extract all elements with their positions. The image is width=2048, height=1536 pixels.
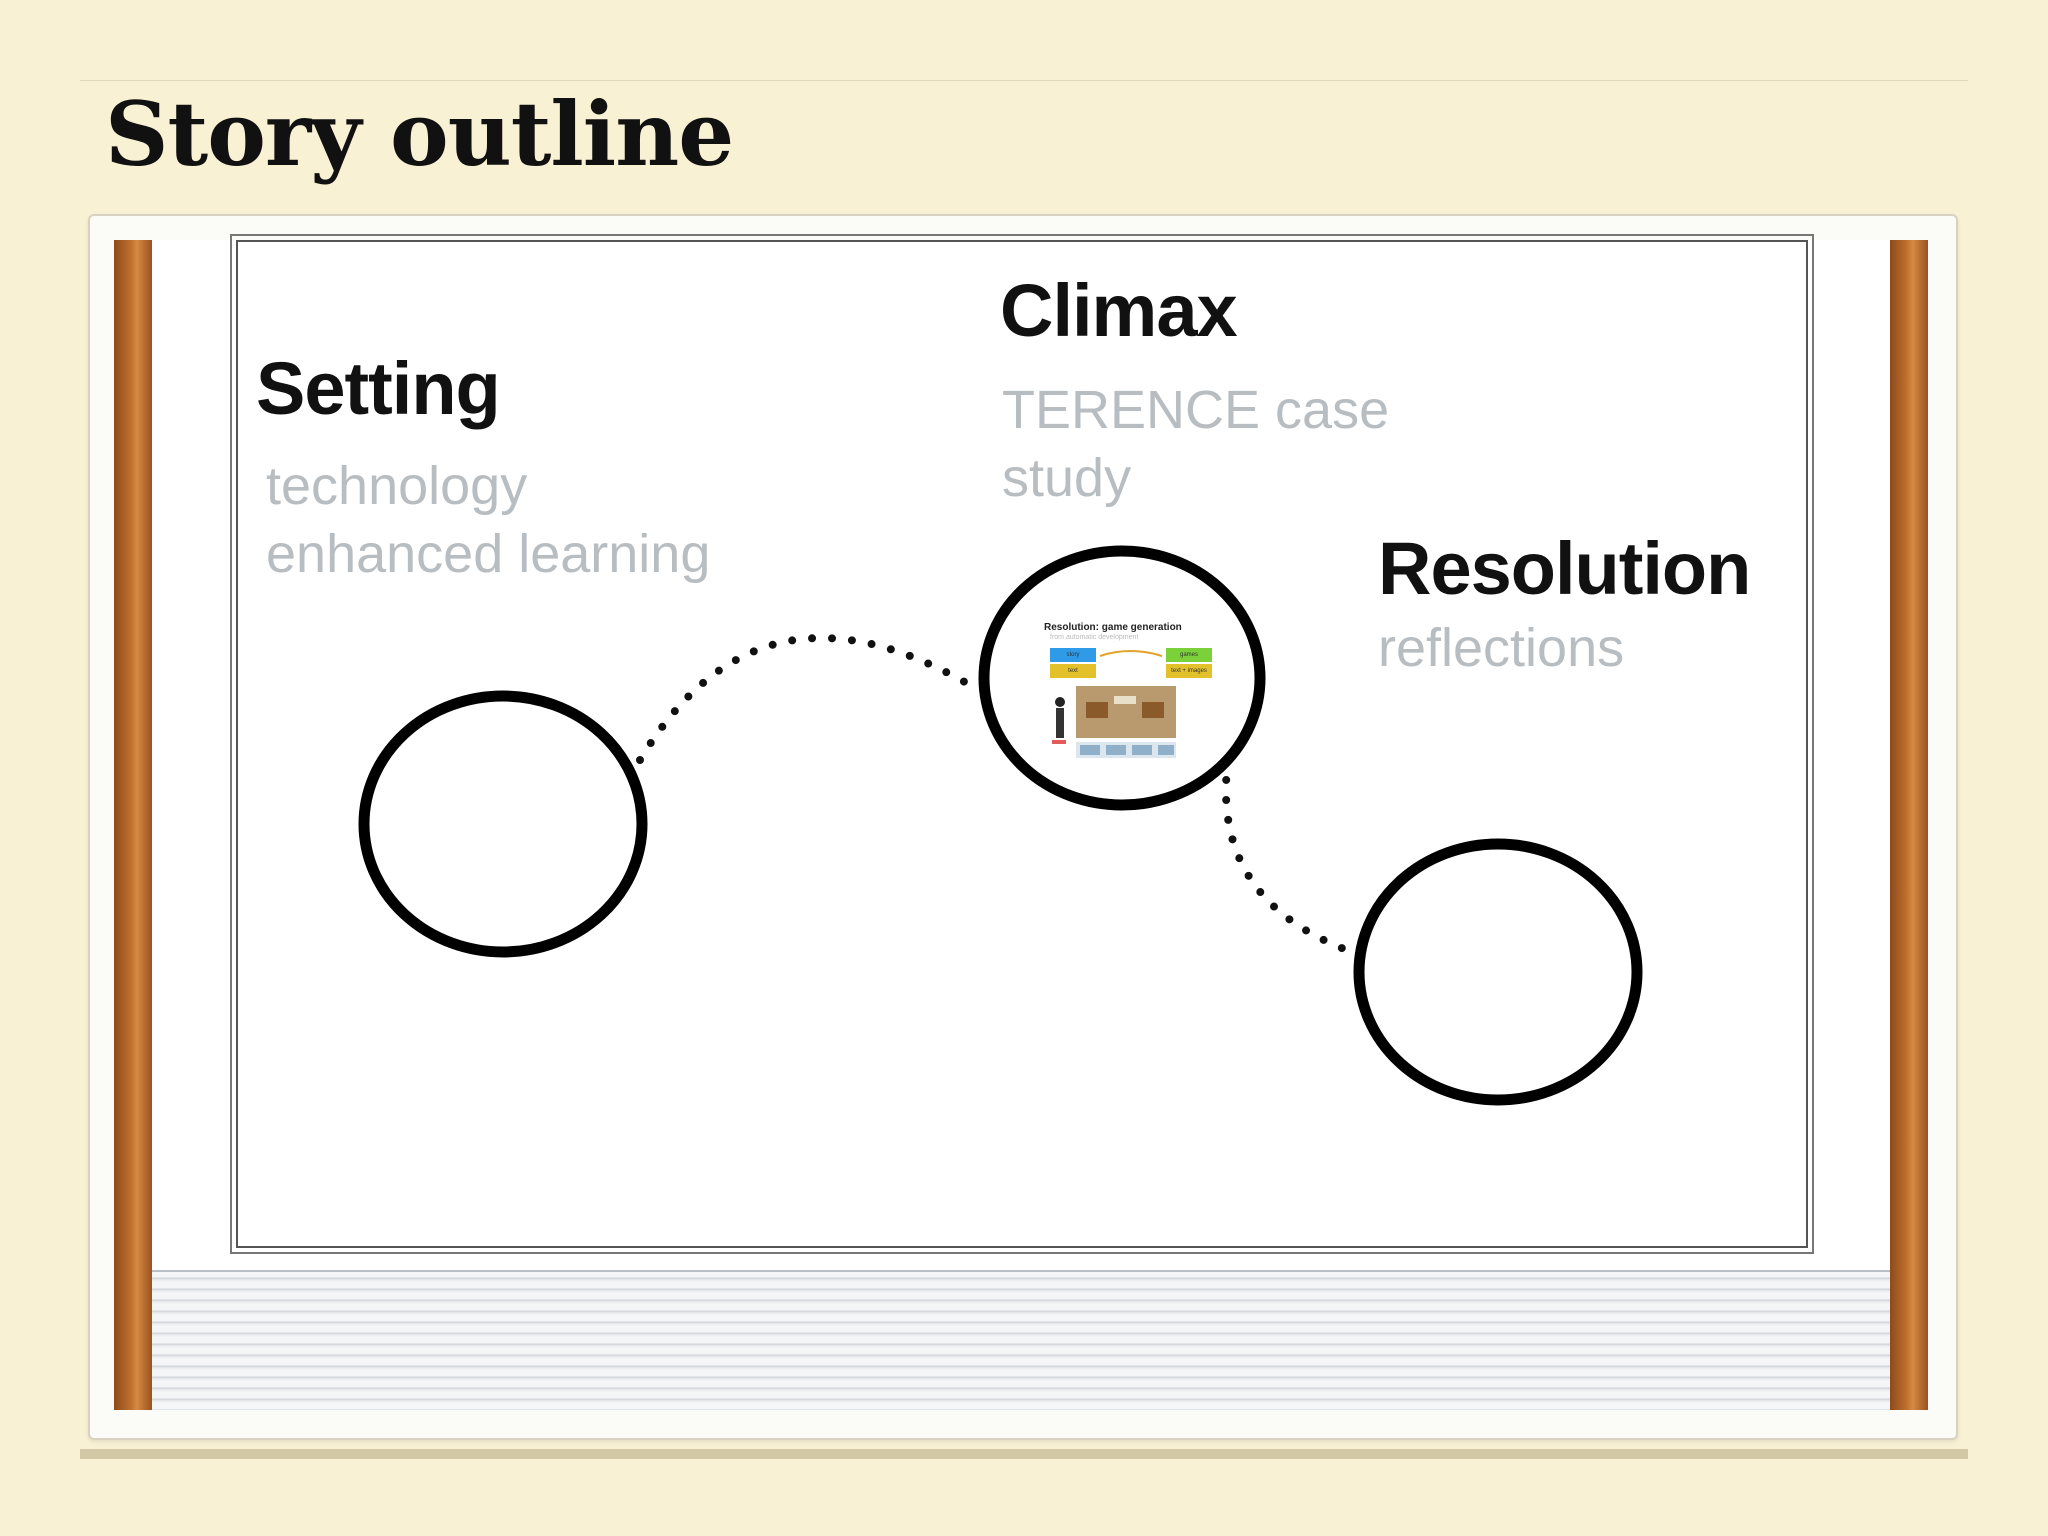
resolution-subtitle-line-1: reflections <box>1378 618 1625 678</box>
thumbnail-subtitle: from automatic development <box>1050 634 1139 641</box>
climax-subtitle-line-2: study <box>1002 448 1132 508</box>
slide-title: Story outline <box>105 82 734 186</box>
setting-heading: Setting <box>256 347 501 430</box>
thumbnail-illustration <box>1052 650 1176 758</box>
whiteboard-frame-left <box>114 240 152 1410</box>
thumbnail-box-text-images: text + images <box>1166 664 1212 678</box>
climax-subtitle-line-1: TERENCE case <box>1002 380 1390 440</box>
paper-stack <box>152 1272 1890 1410</box>
resolution-circle <box>1353 838 1643 1106</box>
thumbnail-box-text: text <box>1050 664 1096 678</box>
climax-to-resolution-dotted-path <box>1221 756 1356 956</box>
climax-heading: Climax <box>1000 269 1238 352</box>
top-rule <box>80 80 1968 81</box>
setting-subtitle-line-2: enhanced learning <box>266 524 711 584</box>
setting-subtitle-line-1: technology <box>266 456 528 516</box>
thumbnail-box-story: story <box>1050 648 1096 662</box>
thumbnail-box-games: games <box>1166 648 1212 662</box>
thumbnail-title: Resolution: game generation <box>1044 622 1182 633</box>
setting-circle <box>358 690 648 958</box>
bottom-rule <box>80 1449 1968 1459</box>
setting-to-climax-dotted-path <box>636 634 979 764</box>
whiteboard-frame-right <box>1890 240 1928 1410</box>
climax-slide-thumbnail: Resolution: game generation from automat… <box>1030 612 1230 772</box>
resolution-heading: Resolution <box>1378 527 1751 610</box>
